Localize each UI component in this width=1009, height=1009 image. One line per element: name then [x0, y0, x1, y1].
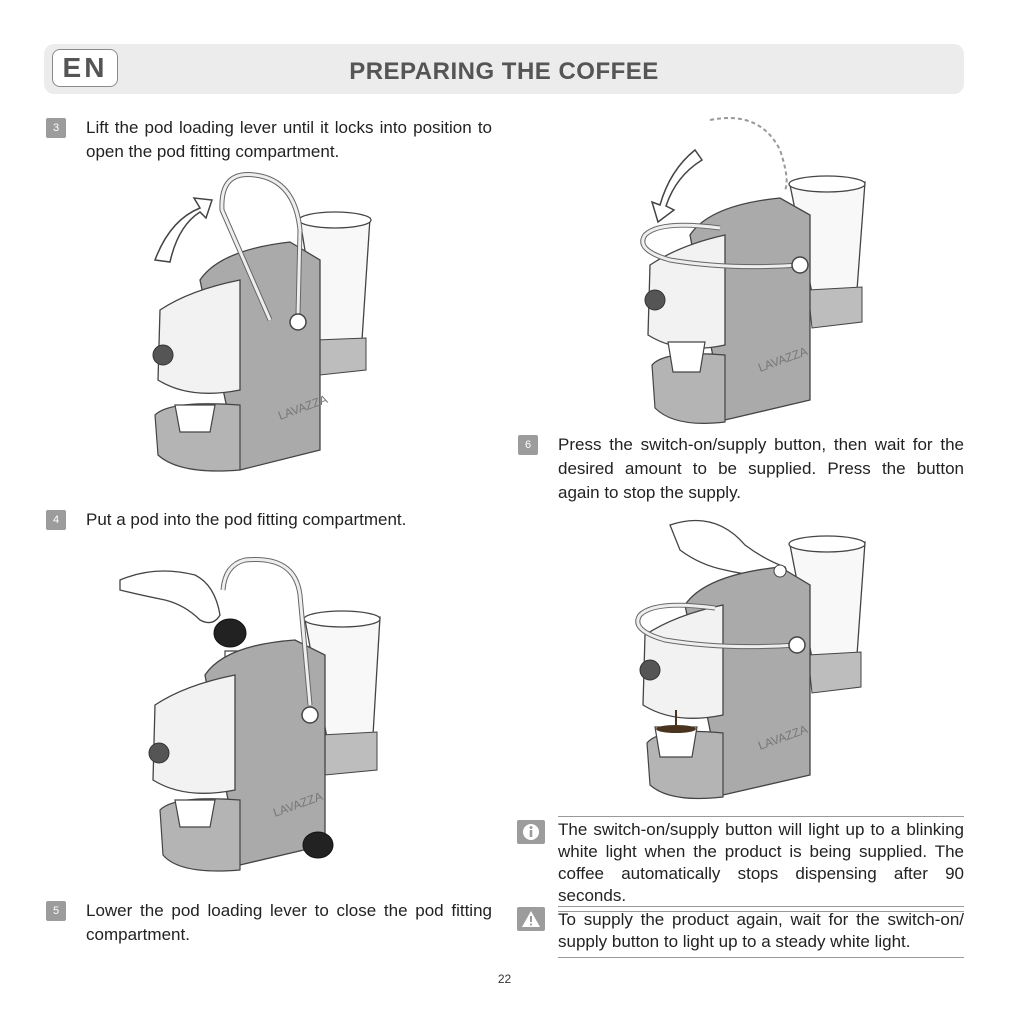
step-6-text: Press the switch-on/supply button, then …: [558, 435, 964, 502]
step-4-text: Put a pod into the pod fitting compartme…: [86, 510, 407, 529]
step-number-3: 3: [46, 118, 66, 138]
step-number-6: 6: [518, 435, 538, 455]
step-number-5: 5: [46, 901, 66, 921]
language-badge: EN: [52, 49, 118, 87]
step-5-text: Lower the pod loading lever to close the…: [86, 901, 492, 944]
info-icon: [517, 820, 545, 844]
coffee-machine-insert-pod-illustration: LAVAZZA: [119, 556, 381, 872]
page-number: 22: [497, 972, 512, 986]
coffee-machine-lever-down-illustration: LAVAZZA: [640, 117, 866, 424]
coffee-machine-press-button-illustration: LAVAZZA: [635, 519, 866, 800]
page-title: PREPARING THE COFFEE: [349, 58, 659, 85]
step-3-text: Lift the pod loading lever until it lock…: [86, 118, 492, 161]
warning-icon: [517, 907, 545, 931]
step-number-4: 4: [46, 510, 66, 530]
info-note: The switch-on/supply button will light u…: [558, 816, 964, 912]
page-header: EN PREPARING THE COFFEE: [44, 44, 964, 94]
coffee-machine-lever-up-illustration: LAVAZZA: [152, 171, 372, 472]
warning-note: To supply the product again, wait for th…: [558, 906, 964, 958]
